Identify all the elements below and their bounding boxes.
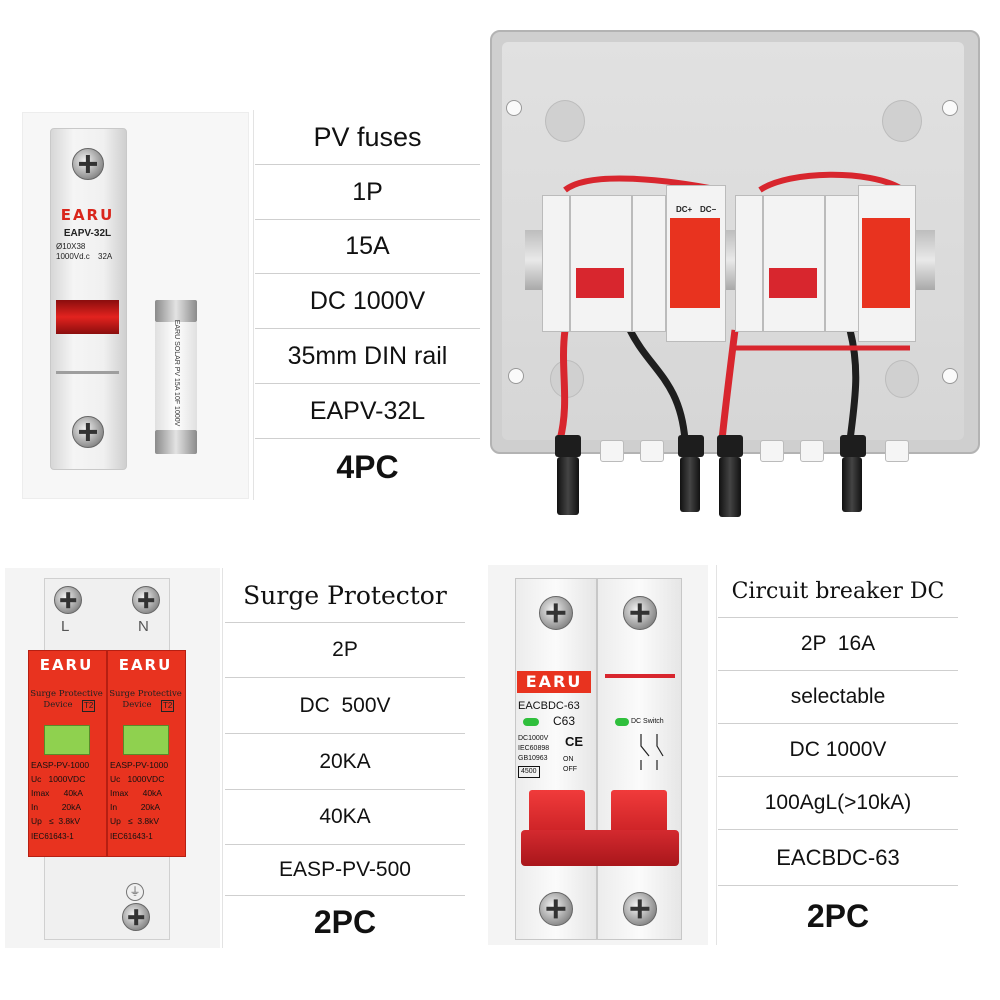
breaker-on-label: ON <box>563 756 574 763</box>
surge-protector-row: 40KA <box>319 805 371 828</box>
fuse-holder-current: 32A <box>98 252 113 261</box>
ce-mark-icon: CE <box>565 734 584 749</box>
surge-type2-left: Device <box>43 700 73 710</box>
surge-protector-row: EASP-PV-500 <box>279 858 411 881</box>
surge-class-left: T2 <box>82 700 96 712</box>
surge-in-left: In 20kA <box>31 802 82 812</box>
surge-uc-left: Uc 1000VDC <box>31 774 86 784</box>
surge-model-right: EASP-PV-1000 <box>110 760 169 770</box>
pv-fuses-qty: 4PC <box>336 448 399 485</box>
breaker-off-label: OFF <box>563 766 577 773</box>
circuit-breaker-title: Circuit breaker DC <box>731 578 945 604</box>
circuit-breaker-row: DC 1000V <box>789 738 887 761</box>
pv-fuses-row: EAPV-32L <box>309 396 426 425</box>
fuse-holder-size: Ø10X38 <box>56 242 86 251</box>
surge-std-right: IEC61643-1 <box>110 832 153 841</box>
fuse-holder-voltage: 1000Vd.c <box>56 252 90 261</box>
pv-fuses-row: 1P <box>352 177 383 206</box>
surge-brand-left: EARU <box>39 656 94 674</box>
surge-protector-row: DC 500V <box>299 693 391 717</box>
screw-icon <box>122 903 150 931</box>
circuit-symbol-icon <box>635 730 665 774</box>
surge-in-right: In 20kA <box>110 802 161 812</box>
surge-uc-right: Uc 1000VDC <box>110 774 165 784</box>
ground-icon: ⏚ <box>126 883 144 901</box>
pv-fuses-row: 15A <box>345 232 390 260</box>
pv-fuses-row: 35mm DIN rail <box>287 341 448 370</box>
circuit-breaker-row: selectable <box>790 685 886 708</box>
breaker-brand: EARU <box>525 672 583 691</box>
box-dc-plus-label: DC+ <box>676 205 693 214</box>
screw-icon <box>54 586 82 614</box>
screw-icon <box>623 892 657 926</box>
cartridge-fuse-image: EARU SOLAR PV 15A 10F 1000V <box>155 300 197 454</box>
surge-type2-right: Device <box>122 700 152 710</box>
surge-brand-right: EARU <box>118 656 173 674</box>
breaker-handle-bar[interactable] <box>521 830 679 866</box>
breaker-brand-badge <box>517 671 591 693</box>
pv-fuses-row: DC 1000V <box>309 286 426 315</box>
screw-icon <box>72 416 104 448</box>
fuse-holder-image: EARU EAPV-32L Ø10X38 1000Vd.c 32A <box>50 128 127 470</box>
breaker-device-image: EARU EACBDC-63 C63 DC1000V IEC60898 GB10… <box>515 578 682 940</box>
surge-protector-row: 20KA <box>319 749 371 773</box>
surge-device-image: L N EARU Surge Protective Device T2 EASP… <box>28 578 186 940</box>
indicator-window <box>615 718 629 726</box>
box-dc-minus-label: DC− <box>700 205 717 214</box>
breaker-model: EACBDC-63 <box>518 700 580 712</box>
screw-icon <box>623 596 657 630</box>
breaker-spec: DC1000V <box>518 735 549 742</box>
screw-icon <box>539 596 573 630</box>
screw-icon <box>132 586 160 614</box>
fuse-indicator-window <box>56 300 119 334</box>
combiner-box-image: DC+ DC− <box>490 30 980 530</box>
breaker-rating: C63 <box>553 714 576 728</box>
circuit-breaker-qty: 2PC <box>806 897 870 934</box>
circuit-breaker-row: 2P 16A <box>800 632 876 655</box>
surge-imax-left: Imax 40kA <box>31 788 83 798</box>
pole-label-l: L <box>61 618 70 635</box>
screw-icon <box>539 892 573 926</box>
indicator-window <box>523 718 539 726</box>
circuit-breaker-row: EACBDC-63 <box>776 844 900 870</box>
breaker-code: 4500 <box>518 766 540 778</box>
pv-fuses-title: PV fuses <box>313 121 422 152</box>
surge-up-left: Up ≤ 3.8kV <box>31 816 81 826</box>
surge-model-left: EASP-PV-1000 <box>31 760 90 770</box>
circuit-breaker-row: 100AgL(>10kA) <box>764 791 912 814</box>
surge-protector-qty: 2PC <box>313 903 377 940</box>
surge-up-right: Up ≤ 3.8kV <box>110 816 160 826</box>
surge-type-right: Surge Protective <box>109 689 182 699</box>
surge-type-left: Surge Protective <box>30 689 103 699</box>
indicator-window <box>123 725 169 755</box>
breaker-switch-label: DC Switch <box>631 718 664 725</box>
fuse-holder-model: EAPV-32L <box>63 228 112 239</box>
surge-class-right: T2 <box>161 700 175 712</box>
cartridge-fuse-label: EARU SOLAR PV 15A 10F 1000V <box>173 319 180 427</box>
surge-std-left: IEC61643-1 <box>31 832 74 841</box>
pole-label-n: N <box>138 618 149 635</box>
surge-protector-row: 2P <box>332 638 358 661</box>
fuse-holder-brand: EARU <box>60 206 115 224</box>
indicator-window <box>44 725 90 755</box>
breaker-spec: IEC60898 <box>518 745 550 752</box>
breaker-spec: GB10963 <box>518 755 548 762</box>
surge-imax-right: Imax 40kA <box>110 788 162 798</box>
surge-protector-title: Surge Protector <box>243 580 447 610</box>
screw-icon <box>72 148 104 180</box>
